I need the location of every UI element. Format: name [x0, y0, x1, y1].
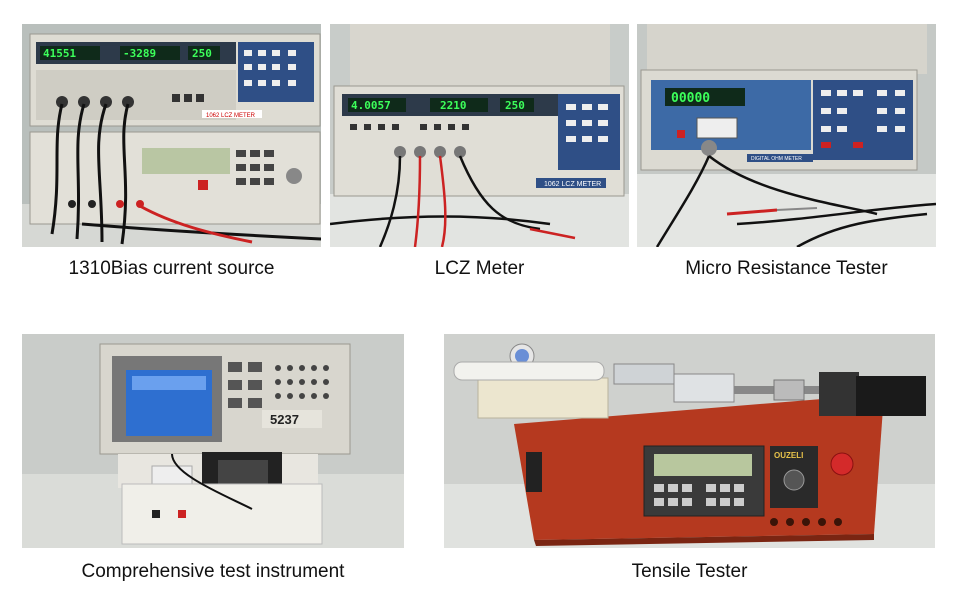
caption-micro-resistance-tester: Micro Resistance Tester: [685, 258, 888, 279]
panel-label-3: DIGITAL OHM METER: [751, 156, 802, 162]
caption-bias-current-source: 1310Bias current source: [68, 258, 275, 279]
reading-1: 4.0057: [351, 99, 391, 112]
lcz-meter-photo: 4.0057 2210 250 1062 LCZ METER: [330, 24, 629, 247]
caption-tensile-tester: Tensile Tester: [631, 561, 748, 582]
speed-controller-label: OUZELI: [774, 451, 803, 460]
panel-label-2: 1062 LCZ METER: [544, 181, 601, 188]
reading-2: -3289: [123, 47, 156, 60]
caption-comprehensive-test-instrument: Comprehensive test instrument: [81, 561, 345, 582]
reading-1: 00000: [671, 91, 710, 106]
caption-lcz-meter: LCZ Meter: [434, 258, 525, 279]
reading-1: 41551: [43, 47, 76, 60]
reading-3: 250: [505, 99, 525, 112]
reading-3: 250: [192, 47, 212, 60]
model-number: 5237: [270, 412, 299, 427]
reading-2: 2210: [440, 99, 467, 112]
tensile-tester-photo: OUZELI: [444, 334, 935, 548]
bias-current-source-photo: 41551 -3289 250 1062 LCZ METER: [22, 24, 321, 247]
panel-label-1: 1062 LCZ METER: [206, 113, 256, 119]
micro-resistance-tester-photo: 00000 DIGITAL OHM METER: [637, 24, 936, 247]
comprehensive-test-instrument-photo: 5237: [22, 334, 404, 548]
